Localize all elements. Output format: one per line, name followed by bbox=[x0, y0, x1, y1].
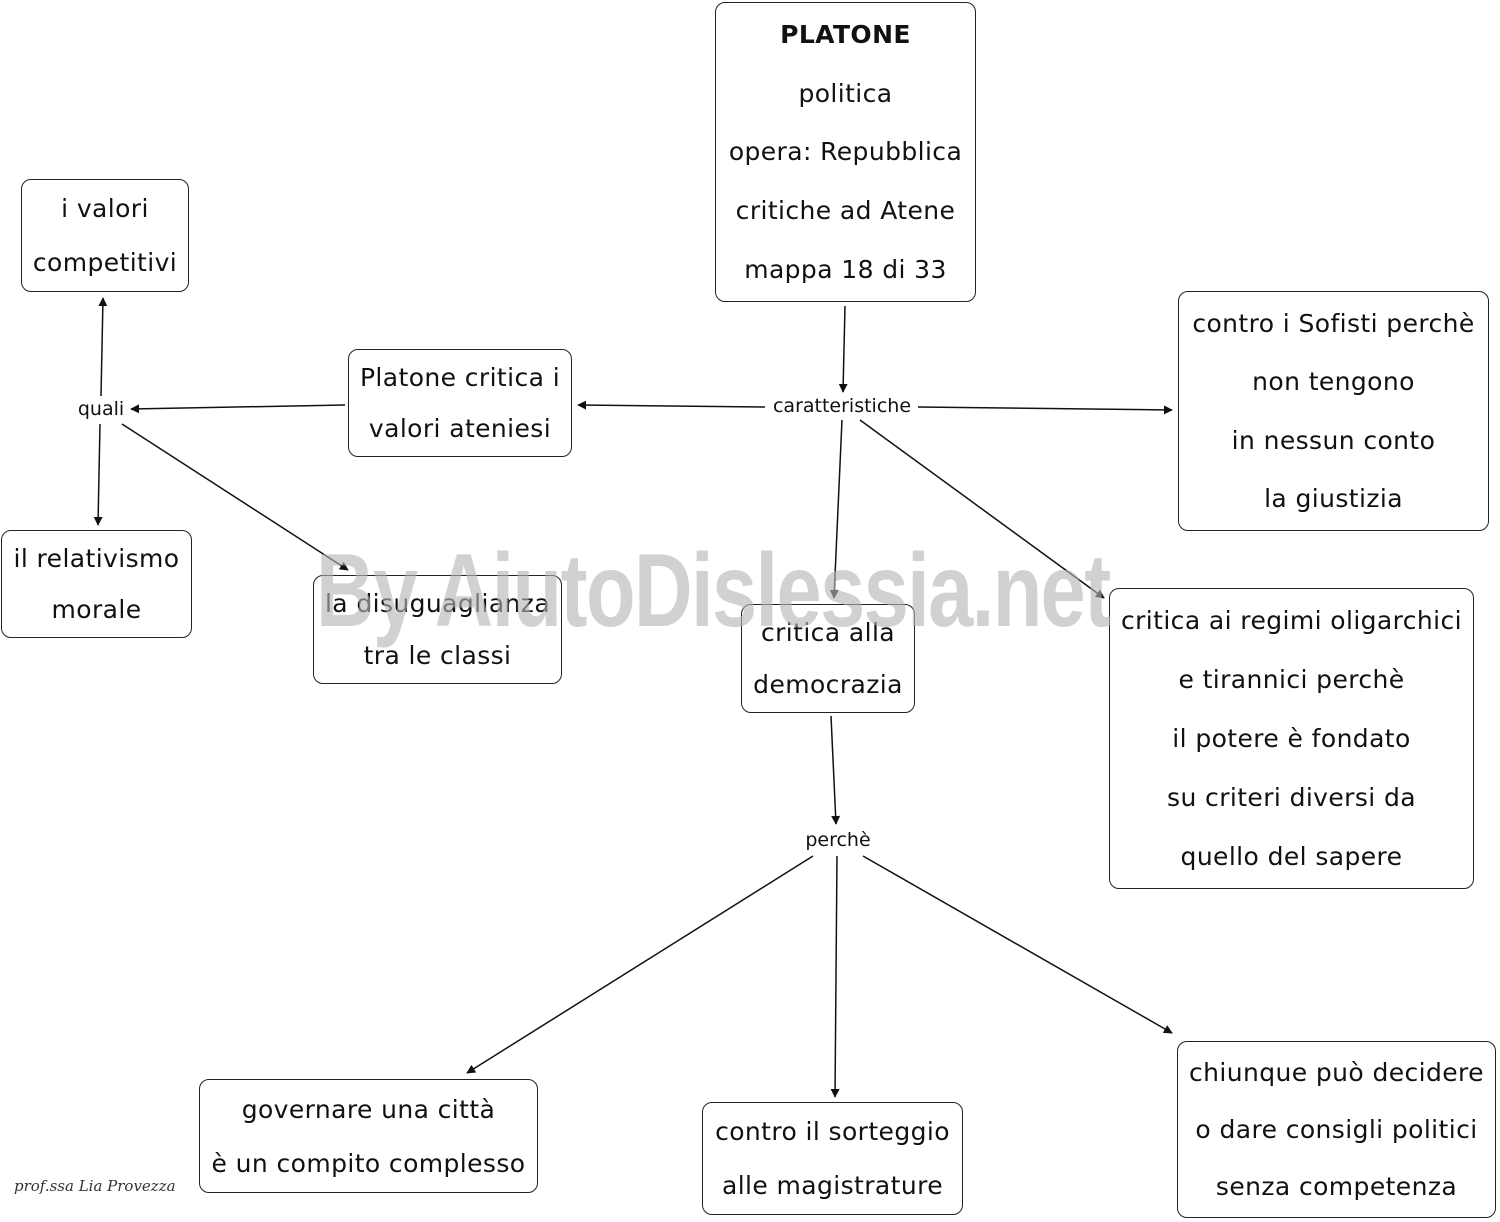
node-line: chiunque può decidere bbox=[1189, 1058, 1484, 1087]
node-line: quello del sapere bbox=[1180, 842, 1403, 871]
link-label-caratteristiche: caratteristiche bbox=[769, 395, 915, 417]
author-signature: prof.ssa Lia Provezza bbox=[14, 1177, 176, 1195]
connector-perche-chiunque bbox=[862, 855, 1173, 1034]
connector-democrazia-perche bbox=[830, 715, 841, 825]
node-line: o dare consigli politici bbox=[1195, 1115, 1478, 1144]
connector-quali-relativismo bbox=[93, 423, 103, 526]
node-platone-line: opera: Repubblica bbox=[728, 137, 963, 167]
connector-caratteristiche-valori-ateniesi bbox=[577, 400, 766, 410]
node-platone-line: critiche ad Atene bbox=[735, 196, 956, 226]
node-line: contro il sorteggio bbox=[715, 1117, 950, 1147]
node-line: critica alla bbox=[760, 618, 896, 648]
node-line: la giustizia bbox=[1264, 484, 1403, 514]
node-chiunque[interactable]: chiunque può decidere o dare consigli po… bbox=[1177, 1041, 1496, 1218]
node-line: tra le classi bbox=[363, 640, 512, 670]
node-line: su criteri diversi da bbox=[1167, 783, 1416, 812]
node-sofisti[interactable]: contro i Sofisti perchè non tengono in n… bbox=[1178, 291, 1489, 531]
node-line: i valori bbox=[61, 194, 149, 224]
connector-valori-ateniesi-quali bbox=[130, 404, 346, 414]
node-platone[interactable]: PLATONE politica opera: Repubblica criti… bbox=[715, 2, 976, 302]
node-line: competitivi bbox=[32, 247, 178, 277]
node-disuguaglianza[interactable]: la disuguaglianza tra le classi bbox=[313, 575, 562, 684]
node-line: alle magistrature bbox=[721, 1170, 943, 1200]
node-sorteggio[interactable]: contro il sorteggio alle magistrature bbox=[702, 1102, 963, 1215]
connector-caratteristiche-regimi bbox=[859, 419, 1105, 599]
node-line: contro i Sofisti perchè bbox=[1192, 308, 1475, 338]
node-line: Platone critica i bbox=[359, 363, 561, 392]
node-line: il potere è fondato bbox=[1172, 724, 1411, 753]
node-platone-line: mappa 18 di 33 bbox=[744, 255, 947, 285]
connector-quali-disuguaglianza bbox=[121, 423, 349, 571]
node-line: critica ai regimi oligarchici bbox=[1120, 606, 1463, 635]
node-line: senza competenza bbox=[1215, 1172, 1458, 1201]
node-democrazia[interactable]: critica alla democrazia bbox=[741, 604, 915, 713]
node-line: valori ateniesi bbox=[368, 414, 552, 443]
node-line: in nessun conto bbox=[1231, 425, 1436, 455]
node-line: e tirannici perchè bbox=[1178, 665, 1405, 694]
link-label-quali: quali bbox=[74, 398, 128, 420]
node-line: è un compito complesso bbox=[211, 1148, 526, 1178]
node-valori-ateniesi[interactable]: Platone critica i valori ateniesi bbox=[348, 349, 572, 457]
node-valori-competitivi[interactable]: i valori competitivi bbox=[21, 179, 189, 292]
node-line: il relativismo bbox=[13, 544, 180, 573]
node-governare[interactable]: governare una città è un compito comples… bbox=[199, 1079, 538, 1193]
node-line: governare una città bbox=[241, 1094, 496, 1124]
connector-quali-valori-competitivi bbox=[98, 297, 108, 397]
node-line: morale bbox=[51, 595, 142, 624]
connector-perche-sorteggio bbox=[830, 855, 840, 1098]
node-relativismo[interactable]: il relativismo morale bbox=[1, 530, 192, 638]
connector-caratteristiche-sofisti bbox=[917, 405, 1173, 415]
connector-platone-caratteristiche bbox=[838, 305, 848, 393]
node-line: non tengono bbox=[1252, 367, 1415, 397]
connector-perche-governare bbox=[466, 855, 814, 1074]
node-line: democrazia bbox=[753, 669, 903, 699]
node-platone-line: politica bbox=[798, 78, 893, 108]
node-regimi[interactable]: critica ai regimi oligarchici e tirannic… bbox=[1109, 588, 1474, 889]
node-line: la disuguaglianza bbox=[324, 589, 551, 619]
link-label-perche: perchè bbox=[802, 829, 874, 851]
connector-caratteristiche-democrazia bbox=[829, 419, 843, 599]
node-platone-title: PLATONE bbox=[780, 19, 911, 49]
